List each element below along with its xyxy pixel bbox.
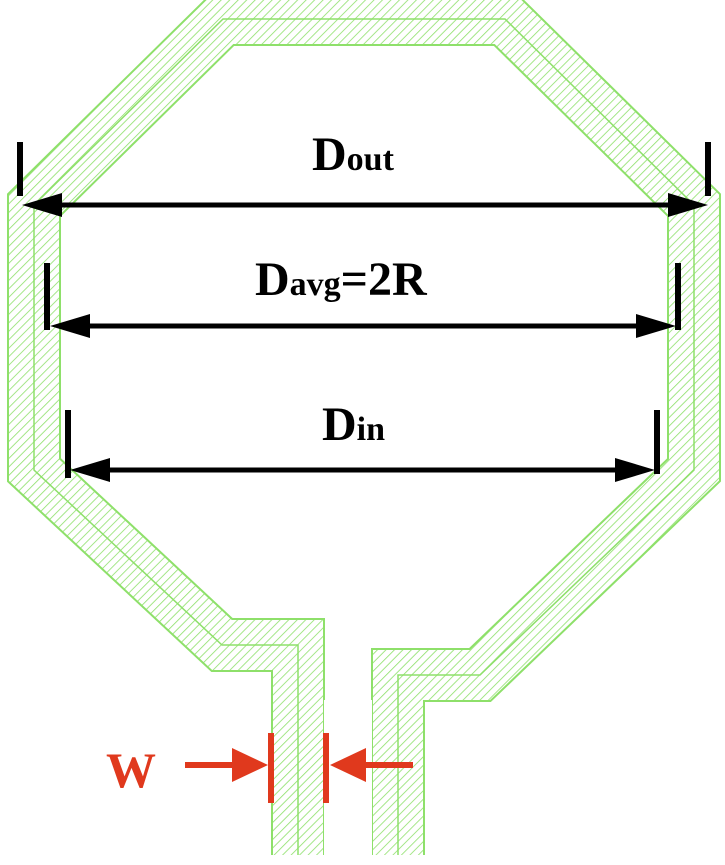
d-out-dimension: Dout	[17, 128, 711, 217]
d-avg-main: D	[255, 253, 290, 306]
d-avg-left-arrowhead	[50, 314, 90, 338]
w-left-arrowhead	[232, 748, 268, 782]
w-dimension: W	[106, 733, 413, 803]
d-avg-label: Davg=2R	[255, 253, 428, 306]
d-avg-dimension: Davg=2R	[44, 253, 681, 338]
w-right-arrowhead	[330, 748, 366, 782]
inductor-trace	[7, 0, 721, 865]
d-in-main: D	[322, 398, 357, 451]
trace-center-line	[33, 18, 695, 855]
d-avg-right-arrowhead	[636, 314, 676, 338]
d-out-sub: out	[347, 141, 395, 178]
d-out-label: Dout	[312, 128, 395, 181]
d-avg-suffix: =2R	[341, 253, 428, 306]
d-in-left-arrowhead	[70, 458, 110, 482]
d-avg-sub: avg	[290, 266, 341, 303]
d-in-right-arrowhead	[615, 458, 655, 482]
d-in-label: Din	[322, 398, 385, 451]
d-out-right-arrowhead	[668, 193, 708, 217]
d-out-left-arrowhead	[22, 193, 62, 217]
port-gap	[324, 700, 372, 865]
d-in-dimension: Din	[65, 398, 660, 482]
d-out-main: D	[312, 128, 347, 181]
w-label: W	[106, 742, 156, 798]
d-in-sub: in	[357, 411, 385, 448]
